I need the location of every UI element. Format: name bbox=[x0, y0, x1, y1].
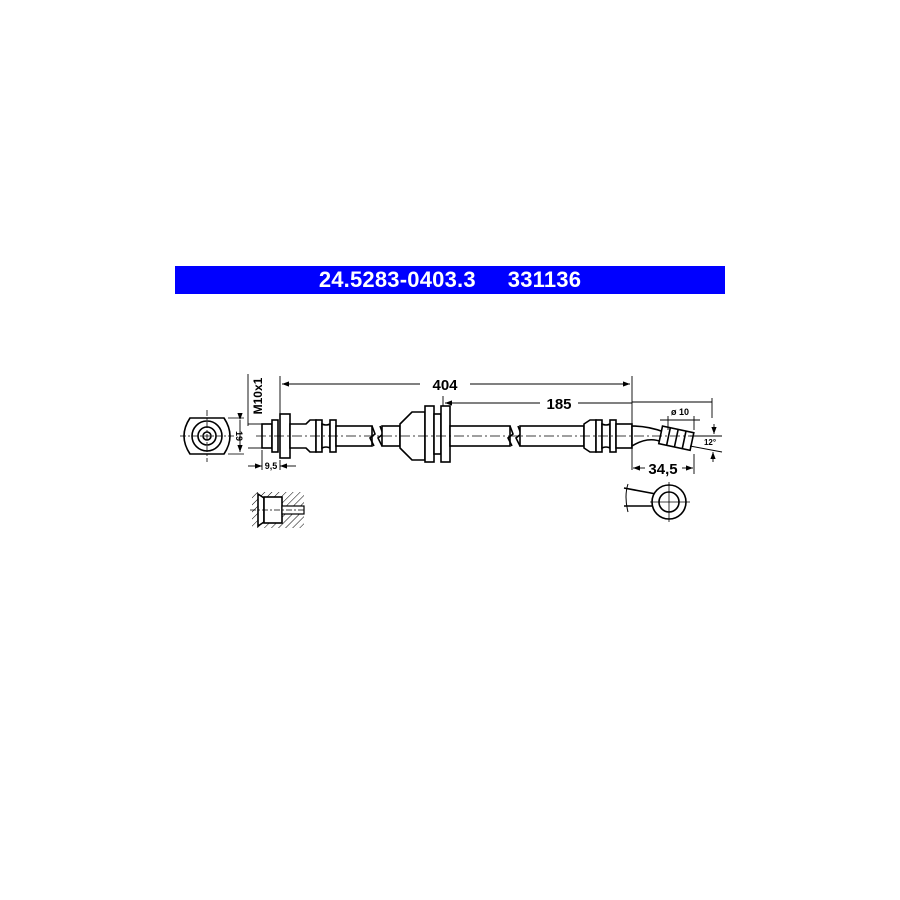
total-length-dim bbox=[279, 376, 633, 470]
fitting-length-dim bbox=[248, 450, 296, 470]
fitting-length-label: 9,5 bbox=[265, 461, 278, 471]
total-length-label: 404 bbox=[432, 377, 458, 394]
angle-dim bbox=[689, 424, 723, 462]
end-length-label: 34,5 bbox=[648, 461, 677, 478]
hose-side-view bbox=[261, 405, 695, 463]
hex-width-label: 19 bbox=[234, 431, 244, 441]
partial-length-dim bbox=[442, 396, 632, 406]
part-number-banner: 24.5283-0403.3 331136 bbox=[175, 266, 725, 294]
eye-top-view bbox=[623, 482, 690, 522]
reference-number: 331136 bbox=[507, 267, 582, 292]
thread-dim-lines bbox=[247, 374, 262, 449]
angle-label: 12° bbox=[704, 438, 716, 447]
thread-section-view bbox=[250, 492, 305, 528]
partial-length-label: 185 bbox=[546, 396, 571, 413]
thread-label: M10x1 bbox=[251, 377, 265, 414]
eye-diameter-dim bbox=[632, 398, 713, 430]
eye-diameter-label: ø 10 bbox=[671, 407, 689, 417]
part-number: 24.5283-0403.3 bbox=[318, 267, 476, 292]
fitting-end-view bbox=[180, 410, 244, 462]
end-length-dim bbox=[633, 454, 695, 474]
